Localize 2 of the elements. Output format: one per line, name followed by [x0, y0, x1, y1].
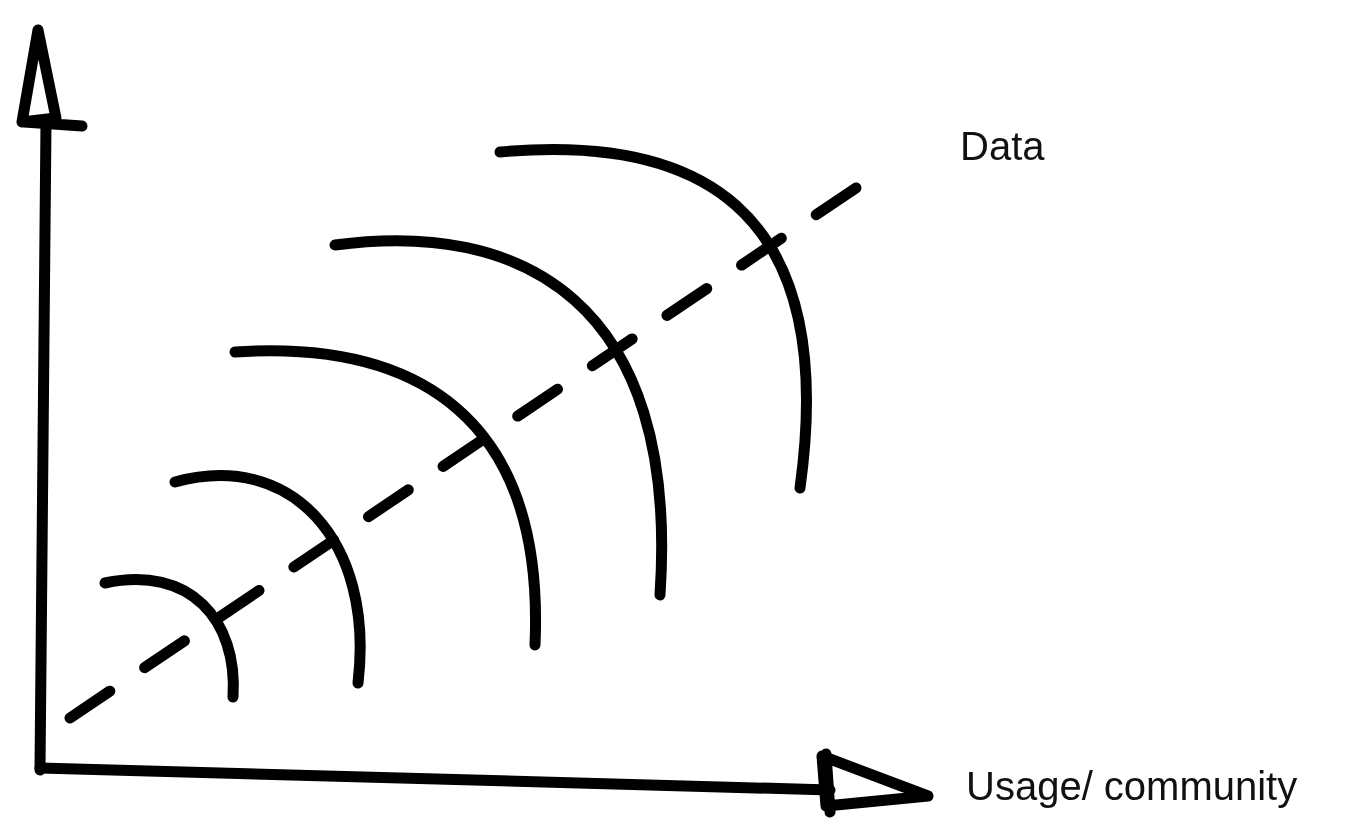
axis-label: Data	[960, 126, 1045, 166]
axis-label: Usage/ community	[966, 766, 1298, 806]
